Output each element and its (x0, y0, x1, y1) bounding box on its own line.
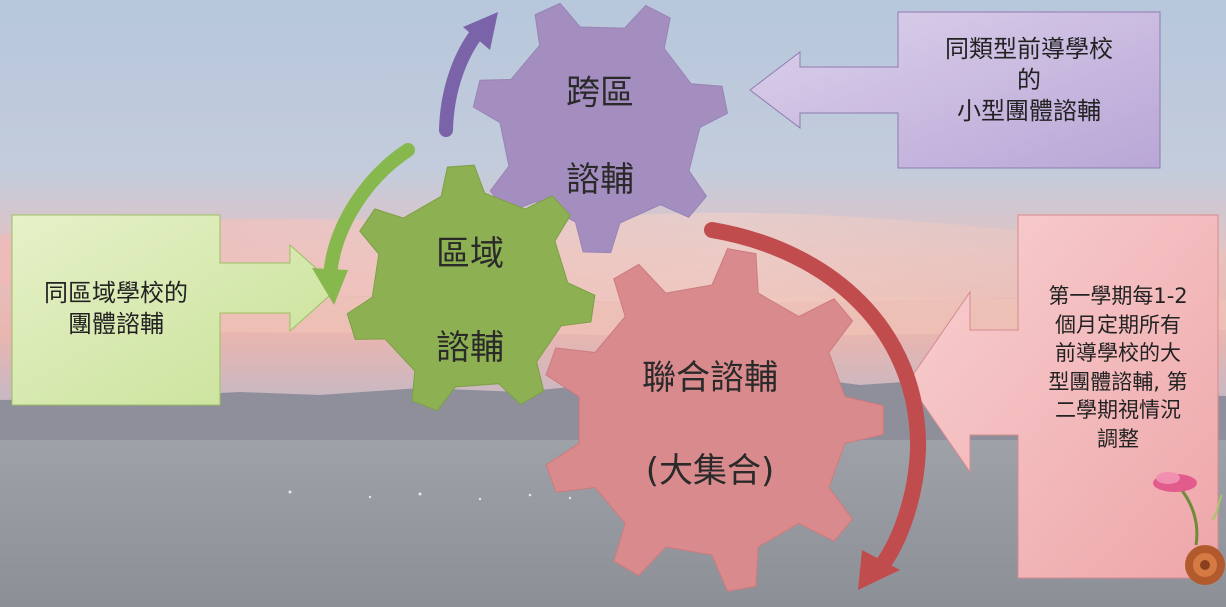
callout-top-right-text: 同類型前導學校 的 小型團體諮輔 (898, 34, 1160, 128)
cross-district-gear-label-2: 諮輔 (552, 152, 648, 201)
joint-gear-label-2: (大集合) (610, 443, 810, 492)
callout-right-text: 第一學期每1-2 個月定期所有 前導學校的大 型團體諮輔, 第 二學期視情況 調… (1020, 282, 1216, 453)
callout-right-line-5: 二學期視情況 (1055, 398, 1181, 423)
regional-gear-label-2: 諮輔 (420, 320, 520, 369)
callout-top-right-line-2: 的 (1017, 66, 1041, 95)
callout-left-text: 同區域學校的 團體諮輔 (12, 278, 220, 340)
regional-gear (346, 164, 596, 412)
callout-right-line-3: 前導學校的大 (1055, 341, 1181, 366)
regional-gear-label: 區域 (420, 226, 520, 275)
joint-gear-label: 聯合諮輔 (610, 350, 810, 399)
red-curved-arrow (704, 222, 927, 576)
regional-line-2: 諮輔 (436, 328, 504, 368)
callout-top-right-line-3: 小型團體諮輔 (957, 97, 1101, 126)
callout-left (11, 214, 339, 406)
cross-district-line-2: 諮輔 (566, 160, 634, 200)
cross-district-line-1: 跨區 (566, 73, 634, 113)
purple-curved-arrow (439, 25, 485, 137)
joint-gear (545, 248, 884, 592)
callout-right-line-6: 調整 (1097, 426, 1139, 451)
callout-top-right-line-1: 同類型前導學校 (945, 35, 1113, 63)
callout-right-line-4: 型團體諮輔, 第 (1048, 369, 1188, 394)
green-arrowhead (312, 268, 348, 305)
joint-line-1: 聯合諮輔 (642, 358, 778, 398)
joint-line-2: (大集合) (645, 451, 775, 491)
callout-top-right (749, 11, 1161, 169)
callout-right (907, 214, 1219, 579)
red-arrowhead (858, 550, 900, 590)
callout-left-line-2: 團體諮輔 (68, 310, 164, 339)
regional-line-1: 區域 (436, 234, 504, 274)
purple-arrowhead (463, 12, 498, 50)
cross-district-gear (472, 2, 729, 254)
flower-snail-icon (1153, 472, 1225, 585)
green-curved-arrow (323, 143, 415, 282)
callout-right-line-2: 個月定期所有 (1055, 312, 1181, 337)
callout-right-line-1: 第一學期每1-2 (1048, 284, 1188, 308)
callout-left-line-1: 同區域學校的 (44, 279, 188, 307)
cross-district-gear-label: 跨區 (552, 65, 648, 114)
